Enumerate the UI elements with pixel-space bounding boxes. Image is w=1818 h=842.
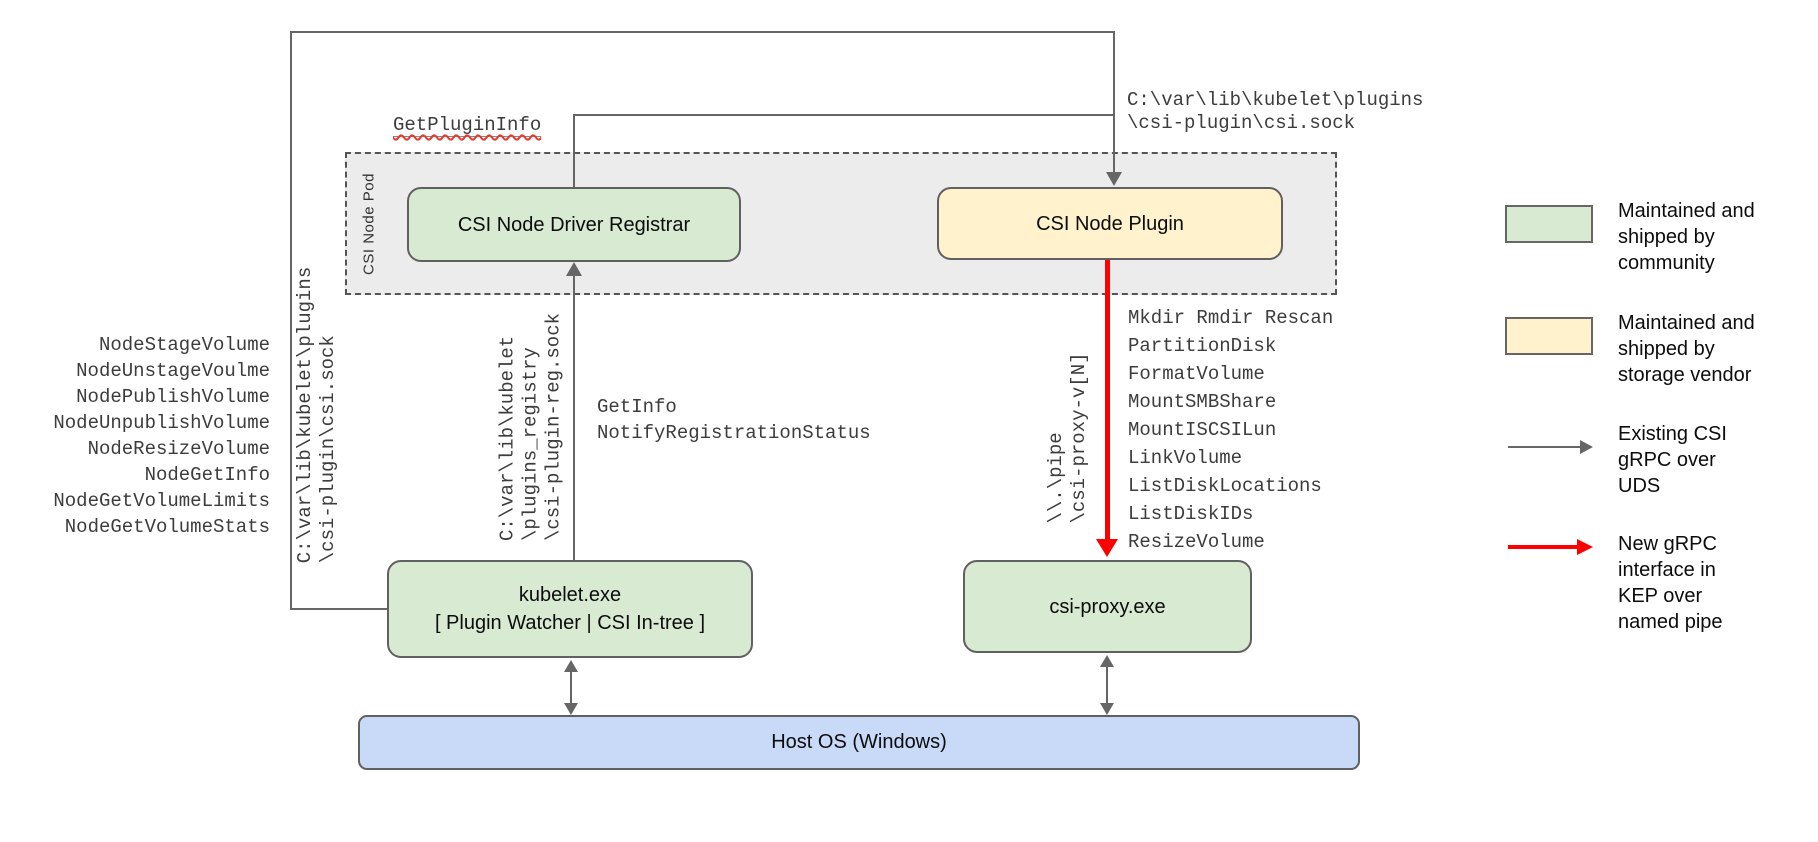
list-line: Existing CSI xyxy=(1618,423,1727,445)
legend-uds-arrow-line xyxy=(1508,446,1580,448)
list-line: NodeStageVolume xyxy=(98,334,270,356)
uds-connector-top-horizontal xyxy=(290,31,1115,33)
list-line: named pipe xyxy=(1618,611,1723,633)
list-line: ListDiskIDs xyxy=(1128,503,1254,525)
registration-connector-vertical xyxy=(573,274,575,560)
list-line: Maintained and xyxy=(1618,200,1755,222)
list-line: NodeGetInfo xyxy=(144,464,270,486)
plugin-label: CSI Node Plugin xyxy=(1036,212,1184,235)
list-line: interface in xyxy=(1618,559,1716,581)
list-line: NodeGetVolumeStats xyxy=(64,516,270,538)
list-line: MountSMBShare xyxy=(1128,391,1277,413)
list-line: community xyxy=(1618,252,1715,274)
uds-connector-kubelet-stub xyxy=(290,608,389,610)
getplugininfo-horizontal xyxy=(573,114,1114,116)
proxy-hostos-link xyxy=(1106,663,1108,706)
host-os-label: Host OS (Windows) xyxy=(771,731,947,753)
list-line: \plugins_registry xyxy=(519,347,542,542)
list-line: UDS xyxy=(1618,475,1661,497)
kubelet-label-line1: kubelet.exe xyxy=(518,584,622,606)
named-pipe-path-label: \\.\pipe\csi-proxy-v[N] xyxy=(1045,352,1091,523)
registrar-label: CSI Node Driver Registrar xyxy=(457,213,691,236)
list-line: Maintained and xyxy=(1618,312,1755,334)
legend-pipe-text: New gRPC interface in KEP over named pipe xyxy=(1618,531,1723,635)
kubelet-hostos-arrowhead-down-icon xyxy=(564,703,578,715)
list-line: \csi-plugin-reg.sock xyxy=(542,312,565,542)
list-line: shipped by xyxy=(1618,338,1715,360)
uds-connector-right-vertical xyxy=(1113,31,1115,174)
list-line: New gRPC xyxy=(1618,533,1717,555)
list-line: NodeUnpublishVolume xyxy=(53,412,270,434)
list-line: C:\var\lib\kubelet\plugins xyxy=(294,266,316,564)
list-line: NodeUnstageVoulme xyxy=(76,360,270,382)
legend-uds-arrowhead-icon xyxy=(1580,440,1593,454)
named-pipe-arrowhead-icon xyxy=(1096,539,1118,557)
legend-community-text: Maintained and shipped by community xyxy=(1618,198,1755,276)
getplugininfo-label: GetPluginInfo xyxy=(393,114,542,137)
list-line: NodePublishVolume xyxy=(76,386,270,408)
list-line: PartitionDisk xyxy=(1128,335,1277,357)
named-pipe-connector xyxy=(1105,256,1110,540)
legend-community-swatch xyxy=(1505,205,1593,243)
list-line: NotifyRegistrationStatus xyxy=(597,422,871,444)
list-line: KEP over xyxy=(1618,585,1703,607)
csi-proxy-box: csi-proxy.exe xyxy=(963,560,1252,653)
list-line: ListDiskLocations xyxy=(1128,475,1322,497)
list-line: C:\var\lib\kubelet xyxy=(496,335,519,542)
list-line: storage vendor xyxy=(1618,364,1752,386)
registration-arrowhead-into-registrar-icon xyxy=(566,262,582,276)
list-line: GetInfo xyxy=(597,396,677,418)
list-line: FormatVolume xyxy=(1128,363,1265,385)
kubelet-box: kubelet.exe [ Plugin Watcher | CSI In-tr… xyxy=(387,560,753,658)
csi-proxy-label: csi-proxy.exe xyxy=(1049,595,1166,618)
getplugininfo-vertical xyxy=(573,114,575,187)
uds-arrowhead-into-plugin-icon xyxy=(1106,172,1122,186)
uds-socket-path-label: C:\var\lib\kubelet\plugins\csi-plugin\cs… xyxy=(1127,89,1423,135)
list-line: LinkVolume xyxy=(1128,447,1243,469)
proxy-hostos-arrowhead-up-icon xyxy=(1100,655,1114,667)
list-line: NodeResizeVolume xyxy=(87,438,270,460)
kubelet-label-line2: [ Plugin Watcher | CSI In-tree ] xyxy=(434,612,706,634)
list-line: \csi-proxy-v[N] xyxy=(1068,352,1090,524)
list-line: shipped by xyxy=(1618,226,1715,248)
proxy-hostos-arrowhead-down-icon xyxy=(1100,703,1114,715)
list-line: \csi-plugin\csi.sock xyxy=(317,335,339,564)
registration-socket-path-label: C:\var\lib\kubelet\plugins_registry\csi-… xyxy=(497,313,566,541)
list-line: C:\var\lib\kubelet\plugins xyxy=(1127,89,1424,111)
kubelet-hostos-link xyxy=(570,668,572,708)
uds-connector-left-vertical xyxy=(290,31,292,610)
legend-pipe-arrowhead-icon xyxy=(1577,539,1593,555)
list-line: ResizeVolume xyxy=(1128,531,1265,553)
plugin-box: CSI Node Plugin xyxy=(937,187,1283,260)
legend-vendor-swatch xyxy=(1505,317,1593,355)
registrar-box: CSI Node Driver Registrar xyxy=(407,187,741,262)
list-line: gRPC over xyxy=(1618,449,1716,471)
csi-node-pod-label: CSI Node Pod xyxy=(360,173,378,275)
list-line: MountISCSILun xyxy=(1128,419,1277,441)
legend-vendor-text: Maintained and shipped by storage vendor xyxy=(1618,310,1755,388)
host-os-box: Host OS (Windows) xyxy=(358,715,1360,770)
list-line: \csi-plugin\csi.sock xyxy=(1127,112,1356,134)
list-line: Mkdir Rmdir Rescan xyxy=(1128,307,1334,329)
kubelet-hostos-arrowhead-up-icon xyxy=(564,660,578,672)
list-line: \\.\pipe xyxy=(1045,432,1067,524)
legend-pipe-arrow-line xyxy=(1508,545,1578,549)
uds-socket-path-rotated-label: C:\var\lib\kubelet\plugins\csi-plugin\cs… xyxy=(294,267,340,563)
list-line: NodeGetVolumeLimits xyxy=(53,490,270,512)
